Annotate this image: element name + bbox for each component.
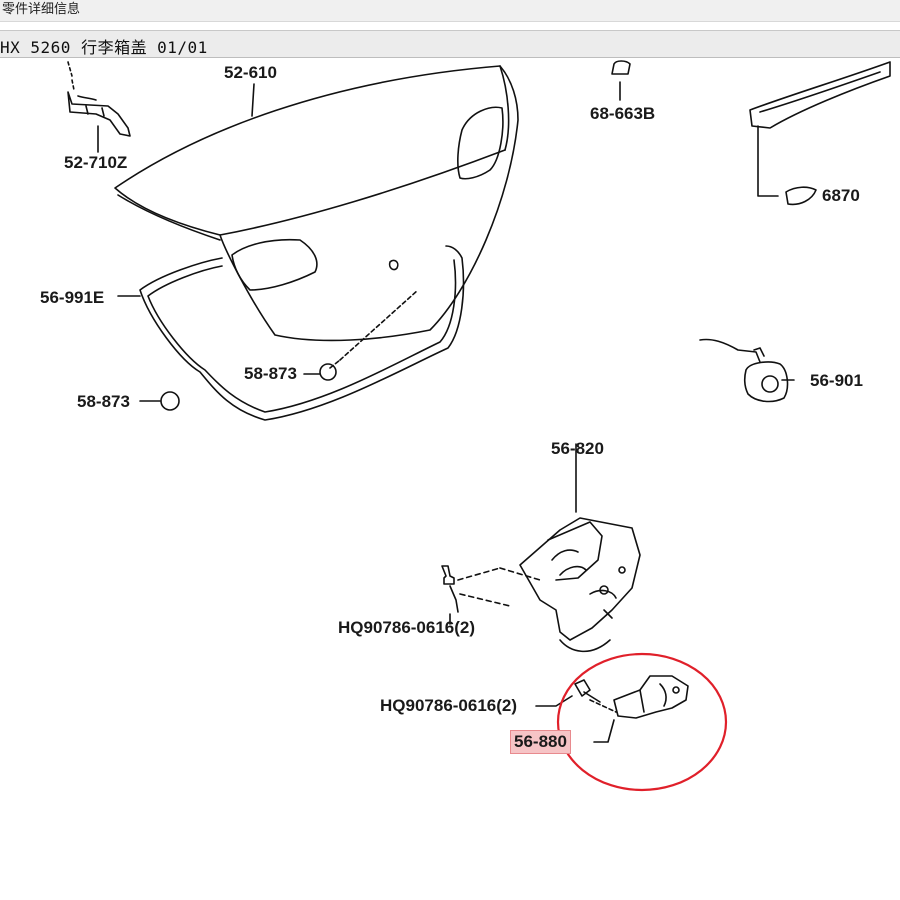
callout-52-610[interactable]: 52-610 xyxy=(224,63,277,82)
callout-56-820[interactable]: 56-820 xyxy=(551,439,604,458)
callout-hq90786-upper[interactable]: HQ90786-0616(2) xyxy=(338,618,476,637)
page-number: 01/01 xyxy=(157,38,208,57)
bumper-drawing xyxy=(611,60,631,75)
bolt-drawings xyxy=(441,565,617,713)
selection-circle xyxy=(556,652,728,792)
window-titlebar: 零件详细信息 xyxy=(0,0,900,22)
callout-68-663b[interactable]: 68-663B xyxy=(590,104,656,123)
lock-assembly-drawing xyxy=(519,443,641,653)
callout-56-880-selected[interactable]: 56-880 xyxy=(510,730,571,754)
parts-diagram: 52-610 52-710Z 68-663B 6870 56-991E 58-8… xyxy=(0,58,900,900)
window-title: 零件详细信息 xyxy=(2,2,81,17)
callout-56-991e[interactable]: 56-991E xyxy=(40,288,105,307)
leader-lines xyxy=(97,81,795,707)
callout-58-873-right[interactable]: 58-873 xyxy=(244,364,297,383)
diagram-title-text: HX 5260 行李箱盖 xyxy=(0,38,148,57)
trunk-lid-drawing xyxy=(114,65,519,342)
diagram-header: HX 5260 行李箱盖 01/01 xyxy=(0,30,900,58)
callout-56-901[interactable]: 56-901 xyxy=(810,371,863,390)
diagram-drawing xyxy=(67,60,891,792)
clip-drawings xyxy=(160,289,419,411)
striker-drawing xyxy=(593,675,689,743)
callout-6870[interactable]: 6870 xyxy=(822,186,860,205)
hinge-drawing xyxy=(67,61,131,137)
weatherstrip-drawing xyxy=(139,245,465,421)
callout-58-873-left[interactable]: 58-873 xyxy=(77,392,130,411)
callout-hq90786-lower[interactable]: HQ90786-0616(2) xyxy=(380,696,518,715)
callout-52-710z[interactable]: 52-710Z xyxy=(64,153,128,172)
diagram-title: HX 5260 行李箱盖 01/01 xyxy=(0,34,208,58)
key-cylinder-drawing xyxy=(699,338,789,403)
trim-drawing xyxy=(749,61,891,206)
